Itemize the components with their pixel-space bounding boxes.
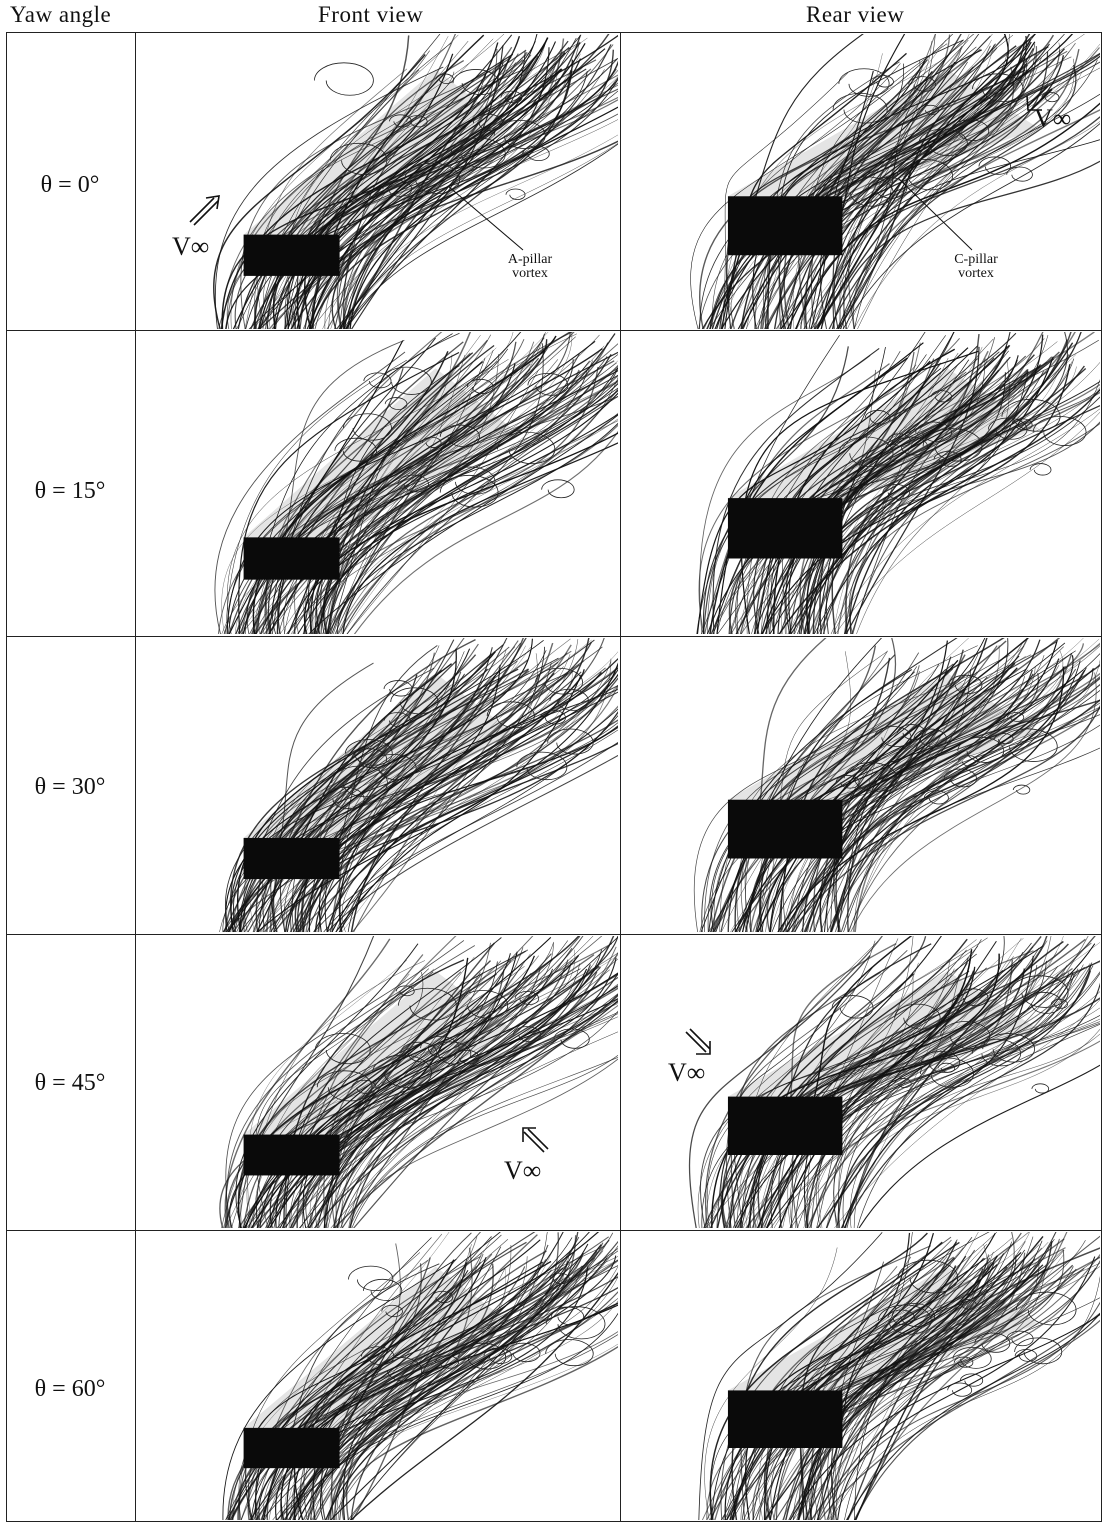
angle-label-45: θ = 45° (8, 1070, 132, 1097)
vehicle-front-face (244, 235, 340, 276)
streamline-plot (138, 34, 618, 329)
freestream-velocity-label: V∞ (504, 1156, 541, 1186)
front-view-streamlines-15 (138, 332, 618, 634)
vehicle-rear-face (728, 1390, 842, 1448)
row-divider (6, 636, 1102, 637)
vortex-swirl (1007, 167, 1033, 181)
front-view-streamlines-30 (138, 638, 618, 932)
vehicle-front-face (244, 838, 340, 879)
vortex-swirl (1032, 1084, 1049, 1093)
front-view-streamlines-0 (138, 34, 618, 329)
vortex-swirl (314, 63, 373, 95)
streamline-plot (623, 638, 1100, 932)
vehicle-rear-face (728, 498, 842, 558)
rear-view-streamlines-30 (623, 638, 1100, 932)
c-pillar-vortex-label: C-pillar vortex (942, 253, 1010, 281)
vortex-swirl (1042, 92, 1059, 101)
vehicle-rear-face (728, 1097, 842, 1155)
header-yaw-angle: Yaw angle (10, 2, 111, 28)
angle-label-60: θ = 60° (8, 1376, 132, 1403)
a-pillar-label-line1: A-pillar (496, 253, 564, 267)
vehicle-front-face (244, 1428, 340, 1468)
streamline-plot (138, 638, 618, 932)
front-view-streamlines-60 (138, 1232, 618, 1520)
freestream-velocity-label: V∞ (668, 1058, 705, 1088)
a-pillar-vortex-label: A-pillar vortex (496, 253, 564, 281)
c-pillar-label-line1: C-pillar (942, 253, 1010, 267)
vehicle-rear-face (728, 196, 842, 255)
angle-label-30: θ = 30° (8, 774, 132, 801)
angle-label-15: θ = 15° (8, 478, 132, 505)
streamline-plot (623, 1232, 1100, 1520)
freestream-velocity-label: V∞ (1034, 104, 1071, 134)
streamline-plot (623, 332, 1100, 634)
header-front-view: Front view (318, 2, 423, 28)
streamline-plot (138, 332, 618, 634)
streamline-plot (138, 936, 618, 1228)
rear-view-streamlines-0 (623, 34, 1100, 329)
freestream-velocity-label: V∞ (172, 232, 209, 262)
vehicle-front-face (244, 1135, 340, 1176)
vortex-swirl (506, 189, 525, 199)
streamline-plot (138, 1232, 618, 1520)
row-divider (6, 330, 1102, 331)
header-rear-view: Rear view (806, 2, 904, 28)
rear-view-streamlines-15 (623, 332, 1100, 634)
row-divider (6, 934, 1102, 935)
column-divider (620, 32, 621, 1522)
vortex-swirl (348, 1266, 392, 1290)
vortex-swirl (1013, 785, 1030, 794)
front-view-streamlines-45 (138, 936, 618, 1228)
column-divider (135, 32, 136, 1522)
c-pillar-label-line2: vortex (942, 267, 1010, 281)
vehicle-rear-face (728, 800, 842, 859)
row-divider (6, 1230, 1102, 1231)
angle-label-0: θ = 0° (8, 172, 132, 199)
streamline-plot (623, 34, 1100, 329)
rear-view-streamlines-60 (623, 1232, 1100, 1520)
a-pillar-label-line2: vortex (496, 267, 564, 281)
vehicle-body-surface (244, 971, 513, 1135)
vehicle-front-face (244, 537, 340, 579)
